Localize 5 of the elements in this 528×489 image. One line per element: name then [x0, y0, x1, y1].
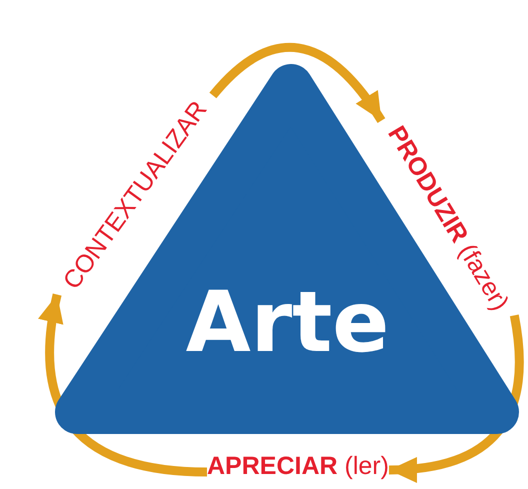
cycle-arrow: [388, 314, 524, 482]
stage-label: APRECIAR (ler): [207, 452, 389, 480]
cycle-arrow: [39, 294, 208, 476]
center-title: Arte: [186, 280, 390, 364]
cycle-arrow: [210, 43, 386, 124]
